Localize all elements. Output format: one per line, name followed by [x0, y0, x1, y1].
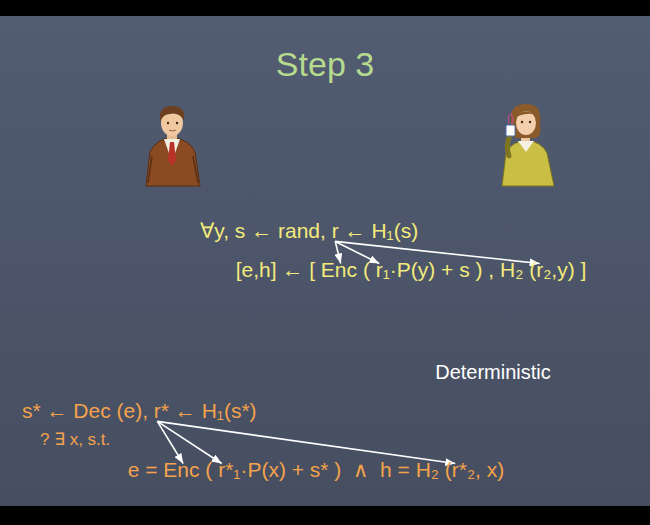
man-figure: [146, 106, 200, 186]
note-text: Deterministic: [435, 360, 551, 384]
arrow-line: [157, 421, 183, 463]
arrow-line: [157, 421, 221, 463]
slate-panel: [0, 16, 650, 506]
formula-line: s* ← Dec (e), r* ← H₁(s*): [22, 398, 257, 423]
formula-line: ∀y, s ← rand, r ← H₁(s): [200, 218, 418, 243]
slide-title: Step 3: [276, 44, 374, 85]
woman-figure: [502, 104, 554, 186]
formula-line: ? ∃ x, s.t.: [40, 430, 110, 450]
formula-line: [e,h] ← [ Enc ( r₁·P(y) + s ) , H₂ (r₂,y…: [236, 257, 587, 282]
formula-line: e = Enc ( r*₁·P(x) + s* ) ∧ h = H₂ (r*₂,…: [128, 457, 505, 482]
arrow-line: [157, 421, 455, 463]
